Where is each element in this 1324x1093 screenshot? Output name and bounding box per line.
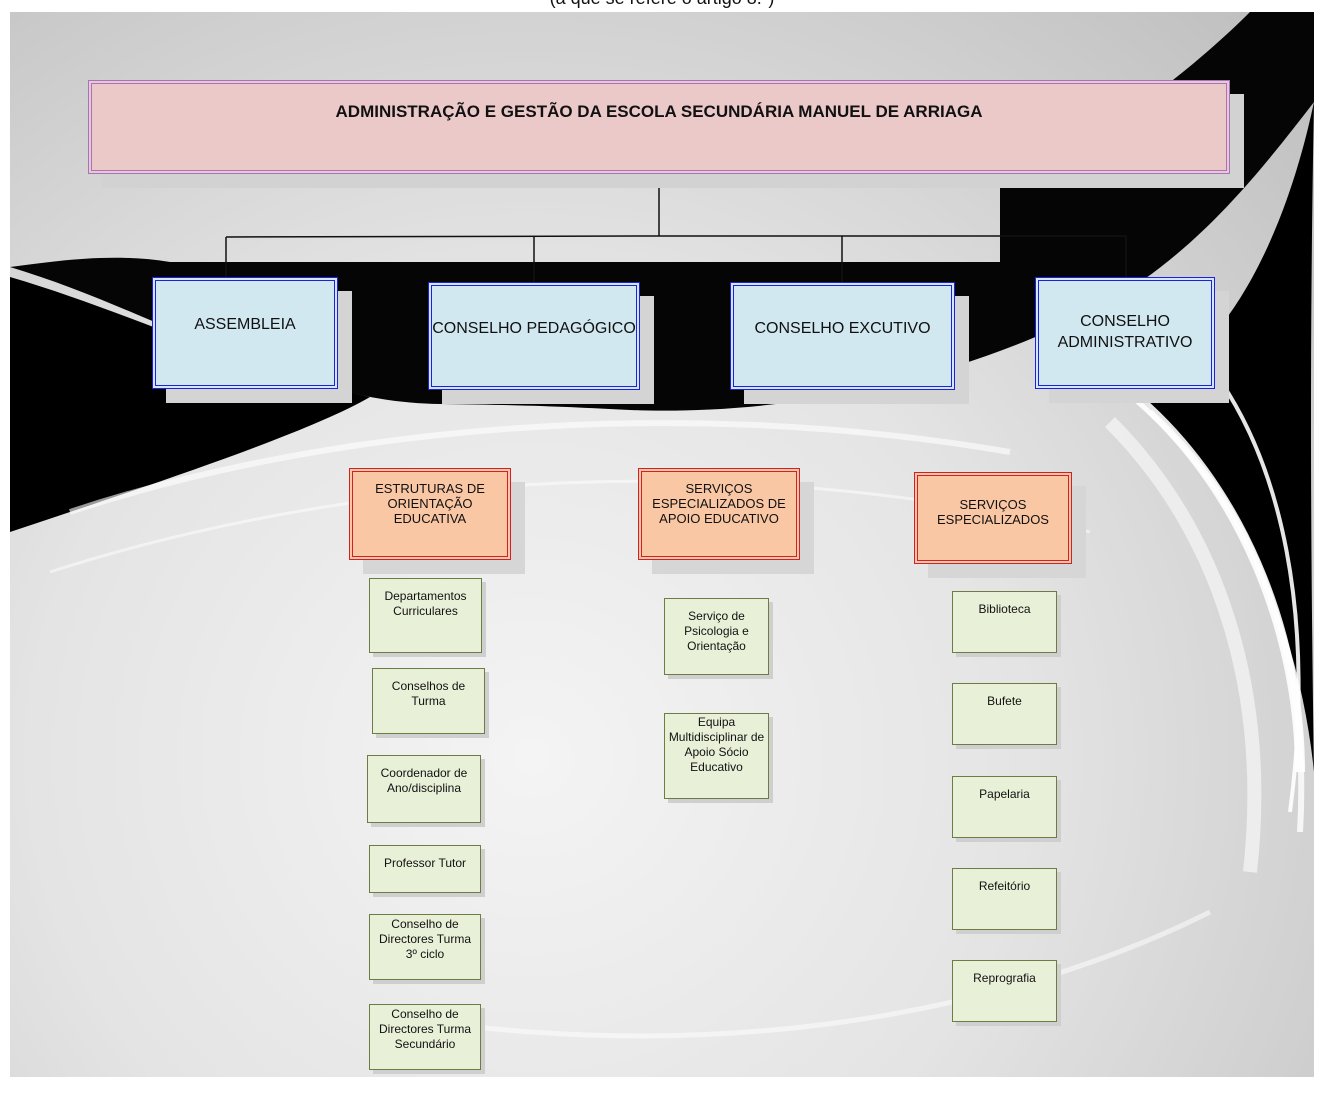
item-label: Equipa Multidisciplinar de Apoio Sócio E… <box>668 715 765 774</box>
connector-lines <box>225 172 1127 282</box>
item-conselho-directores-3ciclo: Conselho de Directores Turma 3º ciclo <box>369 914 481 980</box>
item-label: Refeitório <box>978 879 1031 893</box>
item-equipa-multidisciplinar: Equipa Multidisciplinar de Apoio Sócio E… <box>664 713 769 799</box>
item-bufete: Bufete <box>952 683 1057 745</box>
item-refeitorio: Refeitório <box>952 868 1057 930</box>
item-label: Conselho de Directores Turma Secundário <box>378 1007 472 1051</box>
caption: (a que se refere o artigo 8.º) <box>0 0 1324 9</box>
group-servicos-apoio-educativo-label: SERVIÇOS ESPECIALIZADOS DE APOIO EDUCATI… <box>652 481 786 526</box>
group-estruturas-orientacao: ESTRUTURAS DE ORIENTAÇÃO EDUCATIVA <box>349 468 511 560</box>
connector-left-bus <box>225 235 660 238</box>
item-papelaria: Papelaria <box>952 776 1057 838</box>
item-label: Reprografia <box>973 971 1036 985</box>
organ-conselho-executivo-label: CONSELHO EXCUTIVO <box>754 319 931 337</box>
item-label: Professor Tutor <box>383 856 467 870</box>
item-label: Departamentos Curriculares <box>384 589 467 618</box>
item-biblioteca: Biblioteca <box>952 591 1057 653</box>
item-reprografia: Reprografia <box>952 960 1057 1022</box>
group-servicos-especializados: SERVIÇOS ESPECIALIZADOS <box>914 472 1072 564</box>
group-estruturas-orientacao-label: ESTRUTURAS DE ORIENTAÇÃO EDUCATIVA <box>375 481 485 526</box>
item-departamentos-curriculares: Departamentos Curriculares <box>369 578 482 653</box>
item-label: Coordenador de Ano/disciplina <box>380 766 468 795</box>
item-label: Bufete <box>987 694 1022 708</box>
root-label: ADMINISTRAÇÃO E GESTÃO DA ESCOLA SECUNDÁ… <box>335 102 983 121</box>
item-label: Papelaria <box>979 787 1030 801</box>
item-professor-tutor: Professor Tutor <box>369 845 481 893</box>
item-coordenador-ano: Coordenador de Ano/disciplina <box>367 755 481 823</box>
root-node: ADMINISTRAÇÃO E GESTÃO DA ESCOLA SECUNDÁ… <box>88 80 1230 174</box>
organ-conselho-administrativo: CONSELHO ADMINISTRATIVO <box>1035 277 1215 389</box>
item-conselhos-turma: Conselhos de Turma <box>372 668 485 734</box>
group-servicos-apoio-educativo: SERVIÇOS ESPECIALIZADOS DE APOIO EDUCATI… <box>638 468 800 560</box>
item-label: Conselho de Directores Turma 3º ciclo <box>378 917 472 961</box>
item-label: Biblioteca <box>978 602 1031 616</box>
item-label: Serviço de Psicologia e Orientação <box>684 609 749 653</box>
organ-assembleia-label: ASSEMBLEIA <box>194 315 296 333</box>
item-servico-psicologia: Serviço de Psicologia e Orientação <box>664 598 769 675</box>
organ-conselho-administrativo-label: CONSELHO ADMINISTRATIVO <box>1057 313 1193 351</box>
org-chart-canvas: ADMINISTRAÇÃO E GESTÃO DA ESCOLA SECUNDÁ… <box>10 12 1314 1077</box>
item-label: Conselhos de Turma <box>391 679 466 708</box>
group-servicos-especializados-label: SERVIÇOS ESPECIALIZADOS <box>937 497 1049 527</box>
item-conselho-directores-secundario: Conselho de Directores Turma Secundário <box>369 1004 481 1070</box>
organ-conselho-pedagogico-label: CONSELHO PEDAGÓGICO <box>432 319 636 337</box>
organ-conselho-pedagogico: CONSELHO PEDAGÓGICO <box>428 282 640 390</box>
organ-conselho-executivo: CONSELHO EXCUTIVO <box>730 282 955 390</box>
organ-assembleia: ASSEMBLEIA <box>152 277 338 389</box>
